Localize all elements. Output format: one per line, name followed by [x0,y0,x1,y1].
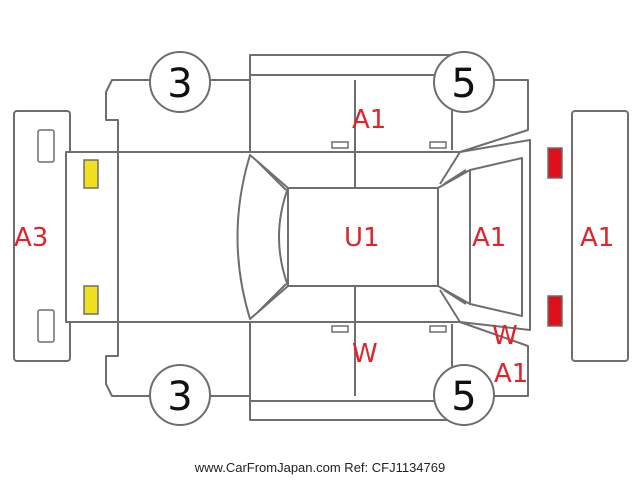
tire-tread-value: 3 [167,61,192,107]
damage-code-rear-window: A1 [472,223,506,253]
footer-reference: www.CarFromJapan.com Ref: CFJ1134769 [194,460,445,475]
damage-code-left-quarter: A1 [494,359,528,389]
damage-code-roof: U1 [344,223,380,253]
car-top-view [65,139,531,331]
tire-rear-left: 5 [433,364,495,426]
right-side-body [105,54,529,153]
damage-code-left-quarter: W [492,321,518,351]
tire-front-right: 3 [149,51,211,113]
door-handle [331,325,349,333]
damage-code-right-door: A1 [352,105,386,135]
headlight-marker [83,159,99,189]
tire-tread-value: 3 [167,374,192,420]
damage-code-left-door: W [352,339,378,369]
door-handle [331,141,349,149]
taillight-marker [547,147,563,179]
door-handle [429,325,447,333]
rear-bumper [571,110,629,362]
headlight-marker [83,285,99,315]
damage-code-rear-bumper: A1 [580,223,614,253]
door-handle [429,141,447,149]
tire-tread-value: 5 [451,374,476,420]
damage-code-front-bumper: A3 [14,223,48,253]
left-side-body [105,321,529,421]
tire-tread-value: 5 [451,61,476,107]
taillight-marker [547,295,563,327]
tire-rear-right: 5 [433,51,495,113]
tire-front-left: 3 [149,364,211,426]
